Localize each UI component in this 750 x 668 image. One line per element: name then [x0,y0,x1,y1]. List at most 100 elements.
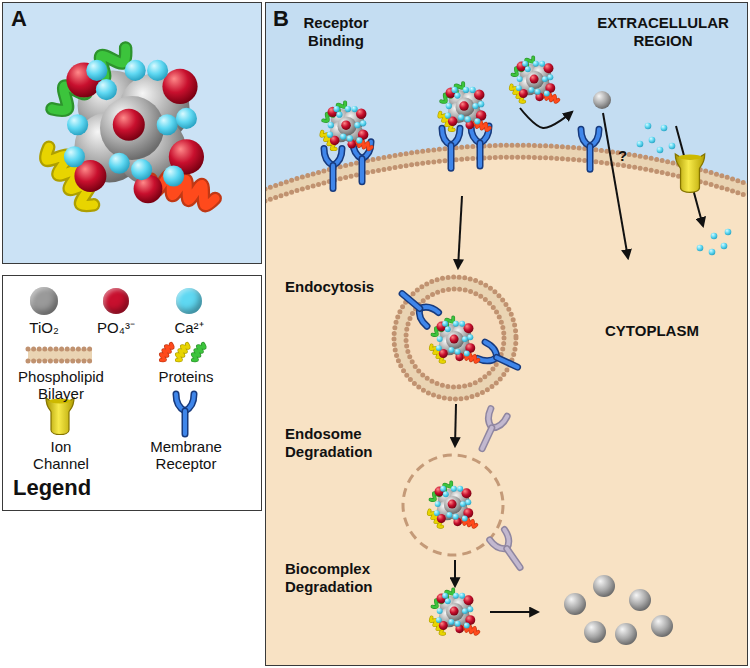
flow-arrow [520,108,572,128]
calcium-ion [709,249,716,256]
calcium-ion [446,512,452,518]
tio2-sphere [444,496,462,514]
calcium-ion [451,486,457,492]
protein-ribbon [177,344,189,360]
protein-ribbon [441,83,463,102]
biocomplex [431,590,479,634]
protein-ribbon [193,344,205,360]
calcium-ion [657,147,664,154]
panel-label: B [273,6,289,31]
calcium-ion [434,510,440,516]
phosphate-ion [450,335,459,344]
calcium-ion [453,321,459,327]
protein-ribbon [323,102,345,121]
calcium-ion [462,516,468,522]
calcium-ion [360,120,366,126]
stage-label: Biocomplex Degradation [285,560,389,596]
calcium-ion [333,106,339,112]
membrane-receptor [471,126,489,166]
calcium-ion [354,122,360,128]
lipid-heads [28,359,92,364]
phosphate-ion [530,75,539,84]
membrane-receptor [402,294,420,309]
calcium-ion [453,593,459,599]
calcium-ion [157,114,178,135]
calcium-ion [669,143,676,150]
tio2-sphere [564,593,586,615]
calcium-ion [533,61,539,67]
calcium-ion [163,165,184,186]
protein-ribbon [433,590,454,608]
legend-label: Phospholipid Bilayer [11,368,111,403]
membrane-receptor [330,166,337,189]
membrane-receptor [507,549,520,568]
region-label: EXTRACELLULAR REGION [590,14,736,50]
calcium-ion [109,153,130,174]
phosphate-ion [462,488,472,498]
legend-swatch [30,287,58,315]
calcium-ion [517,76,523,82]
endocytic-vesicle [400,283,510,393]
calcium-ion [711,233,718,240]
lipid-heads [28,347,92,352]
flow-arrow [455,404,456,446]
protein-ribbon [513,58,534,76]
calcium-ion [637,141,644,148]
calcium-ion [448,619,454,625]
phosphate-ion [464,595,474,605]
calcium-ion [463,87,469,93]
calcium-ion [86,60,107,81]
tio2-sphere [338,117,357,136]
endocytic-vesicle [406,289,504,387]
phosphate-ion [464,323,474,333]
calcium-ion [340,133,346,139]
calcium-ion [459,321,465,327]
phosphate-ion [448,500,457,509]
panel-label: A [11,6,27,31]
membrane-receptor [482,428,492,449]
panel-a: A [2,2,262,264]
calcium-ion [459,593,465,599]
calcium-ion [467,334,473,340]
tio2-sphere [446,331,464,349]
calcium-ion [474,118,480,124]
calcium-ion [347,135,353,141]
calcium-ion [465,499,471,505]
phosphate-ion [356,109,366,119]
membrane-receptor [497,357,518,367]
lipid-heads [265,145,748,189]
bilayer-band [28,349,92,361]
calcium-ion [336,112,342,118]
calcium-ion [539,61,545,67]
calcium-ion [67,114,88,135]
membrane-receptor [324,149,342,189]
biocomplex [511,58,559,102]
tio2-sphere [615,623,637,645]
calcium-ion [457,486,463,492]
calcium-ion [544,91,550,97]
ion-channel [46,398,74,435]
membrane-receptor [490,530,528,573]
membrane-receptor [474,409,507,453]
stage-label: Receptor Binding [290,14,382,50]
membrane-receptor [396,287,438,327]
calcium-ion [131,159,152,180]
protein-ribbon [513,58,534,76]
biocomplex-large [46,48,215,206]
legend-label: Ion Channel [31,438,91,473]
calcium-ion [453,514,459,520]
endocytic-vesicle [394,277,516,399]
cell-membrane [265,145,748,666]
protein-ribbon [177,344,189,360]
calcium-ion [328,122,334,128]
membrane-receptor [360,159,364,182]
membrane-receptor [484,409,507,432]
calcium-ion [437,336,443,342]
membrane-receptor [477,143,484,166]
phosphate-ion [450,607,459,616]
protein-ribbon [431,483,452,501]
phosphate-ion [341,120,351,130]
membrane-receptor [477,342,500,365]
tio2-sphere [651,615,673,637]
legend-label: TiO₂ [14,319,74,336]
